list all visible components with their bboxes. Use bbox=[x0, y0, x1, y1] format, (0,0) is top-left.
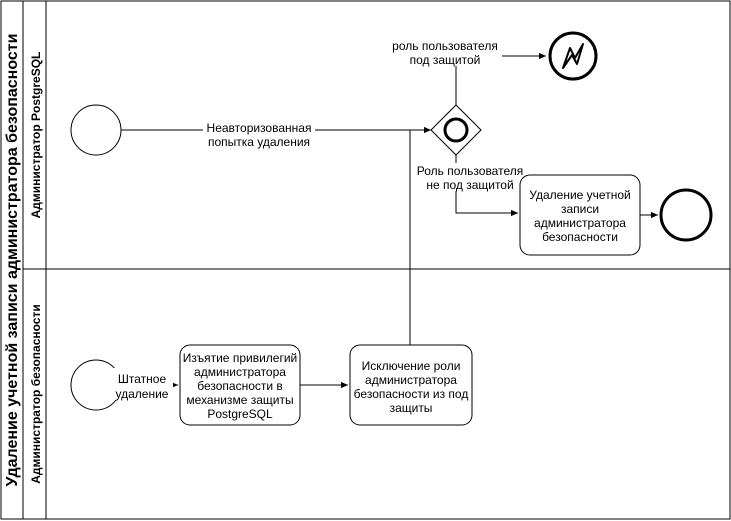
label-not-protected-line1: Роль пользователя bbox=[417, 164, 523, 178]
lane-title-security-admin: Администратор безопасности bbox=[29, 304, 43, 483]
task-revoke-privileges-line1: Изъятие привилегий bbox=[183, 351, 297, 365]
label-regular-line1: Штатное bbox=[118, 372, 167, 386]
task-remove-role-line3: безопасности из под bbox=[354, 387, 469, 401]
gateway-marker-icon bbox=[443, 117, 469, 143]
label-bg-unauthorized bbox=[203, 120, 315, 148]
label-protected-line1: роль пользователя bbox=[392, 39, 498, 53]
task-delete-account-line4: безопасности bbox=[542, 230, 618, 244]
label-regular-line2: удаление bbox=[116, 387, 169, 401]
end-event[interactable] bbox=[659, 188, 713, 242]
task-revoke-privileges-line2: администратора bbox=[194, 365, 286, 379]
task-revoke-privileges-line3: безопасности в bbox=[197, 379, 283, 393]
task-revoke-privileges-line4: механизме защиты bbox=[186, 393, 293, 407]
label-not-protected-line2: не под защитой bbox=[426, 178, 513, 192]
task-delete-account-line2: записи bbox=[561, 202, 599, 216]
lightning-icon bbox=[562, 43, 584, 69]
task-remove-role-line2: администратора bbox=[365, 373, 457, 387]
label-bg-not-protected bbox=[414, 163, 526, 191]
label-bg-regular bbox=[113, 368, 173, 400]
label-unauthorized-line2: попытка удаления bbox=[208, 135, 310, 149]
task-remove-role[interactable] bbox=[349, 344, 473, 426]
label-unauthorized-line1: Неавторизованная bbox=[207, 121, 312, 135]
task-revoke-privileges-line5: PostgreSQL bbox=[207, 407, 273, 421]
label-protected-line2: под защитой bbox=[410, 53, 481, 67]
pool-title: Удаление учетной записи администратора б… bbox=[4, 34, 21, 487]
task-remove-role-line1: Исключение роли bbox=[362, 359, 461, 373]
start-event-unauthorized[interactable] bbox=[70, 104, 122, 156]
label-bg-protected bbox=[388, 38, 502, 66]
task-delete-account-line1: Удаление учетной bbox=[529, 188, 630, 202]
task-remove-role-line4: защиты bbox=[390, 401, 433, 415]
task-delete-account-line3: администратора bbox=[534, 216, 626, 230]
lane-title-postgresql-admin: Администратор PostgreSQL bbox=[29, 52, 43, 219]
